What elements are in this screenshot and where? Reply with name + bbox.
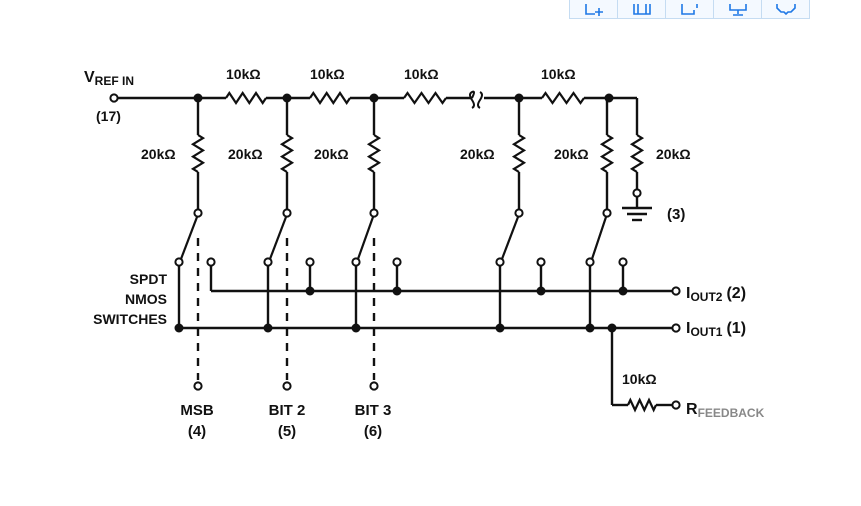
shunt-resistor-label-1: 20kΩ: [141, 146, 176, 162]
terminal-circle: [536, 257, 546, 267]
junction-dot: [305, 286, 315, 296]
series-resistor-label-1: 10kΩ: [226, 66, 261, 82]
series-resistor-4: [541, 91, 585, 105]
series-resistor-2: [309, 91, 351, 105]
shunt-resistor-label-6: 20kΩ: [656, 146, 691, 162]
speech-bubble-icon: [775, 4, 796, 16]
layout-button[interactable]: [618, 0, 666, 18]
terminal-circle: [671, 400, 681, 410]
terminal-circle: [263, 257, 273, 267]
switch-blade-5: [590, 216, 608, 260]
shunt-resistor-6: [629, 134, 645, 173]
junction-dot: [536, 286, 546, 296]
bit-3-pin: (6): [364, 423, 382, 440]
shunt-resistor-label-5: 20kΩ: [554, 146, 589, 162]
terminal-circle: [305, 257, 315, 267]
shunt-resistor-1: [190, 134, 206, 173]
external-window-icon: [680, 4, 698, 15]
terminal-circle: [193, 208, 203, 218]
monitor-icon: [728, 4, 747, 16]
series-resistor-label-3: 10kΩ: [404, 66, 439, 82]
terminal-circle: [282, 381, 292, 391]
bit-2-label: BIT 2: [269, 402, 306, 419]
bit-msb-label: MSB: [180, 402, 214, 419]
rfeedback-label: RFEEDBACK: [686, 401, 765, 420]
switch-blade-4: [500, 216, 520, 260]
shunt-resistor-5: [599, 134, 615, 173]
junction-dot: [585, 323, 595, 333]
shunt-resistor-label-4: 20kΩ: [460, 146, 495, 162]
junction-dot: [193, 93, 203, 103]
series-resistor-label-4: 10kΩ: [541, 66, 576, 82]
junction-dot: [369, 93, 379, 103]
terminal-circle: [514, 208, 524, 218]
terminal-circle: [282, 208, 292, 218]
junction-dot: [351, 323, 361, 333]
junction-dot: [263, 323, 273, 333]
panel-icon: [632, 4, 651, 15]
switch-blade-2: [268, 216, 288, 260]
ground-pin-label: (3): [667, 206, 685, 223]
junction-dot: [618, 286, 628, 296]
iout1-label: IOUT1(1): [686, 320, 746, 339]
switch-label-line-3: SWITCHES: [93, 311, 167, 327]
junction-dot: [604, 93, 614, 103]
add-to-collection-button[interactable]: [570, 0, 618, 18]
iout2-label: IOUT2(2): [686, 285, 746, 304]
switch-blade-1: [179, 216, 199, 260]
shunt-resistor-2: [279, 134, 295, 173]
terminal-circle: [618, 257, 628, 267]
switch-blade-3: [356, 216, 375, 260]
switch-label-line-1: SPDT: [130, 271, 168, 287]
terminal-circle: [351, 257, 361, 267]
add-frame-icon: [584, 4, 603, 16]
terminal-circle: [193, 381, 203, 391]
line-break-symbol: [477, 91, 483, 109]
terminal-circle: [206, 257, 216, 267]
terminal-circle: [369, 208, 379, 218]
shunt-resistor-4: [511, 134, 527, 173]
vref-label: VREF IN: [84, 69, 134, 88]
junction-dot: [607, 323, 617, 333]
junction-dot: [495, 323, 505, 333]
shunt-resistor-3: [366, 134, 382, 173]
series-resistor-1: [225, 91, 267, 105]
vref-pin-label: (17): [96, 108, 121, 124]
junction-dot: [392, 286, 402, 296]
junction-dot: [282, 93, 292, 103]
junction-dot: [514, 93, 524, 103]
shunt-resistor-label-2: 20kΩ: [228, 146, 263, 162]
terminal-circle: [632, 188, 642, 198]
bit-3-label: BIT 3: [355, 402, 392, 419]
terminal-circle: [671, 323, 681, 333]
terminal-circle: [585, 257, 595, 267]
bit-2-pin: (5): [278, 423, 296, 440]
switch-label-line-2: NMOS: [125, 291, 167, 307]
image-toolbar: [569, 0, 810, 19]
terminal-circle: [174, 257, 184, 267]
terminal-circle: [109, 93, 119, 103]
series-resistor-3: [403, 91, 447, 105]
comment-button[interactable]: [762, 0, 809, 18]
junction-dot: [174, 323, 184, 333]
circuit-components: [109, 90, 681, 413]
terminal-circle: [602, 208, 612, 218]
monitor-button[interactable]: [714, 0, 762, 18]
open-external-button[interactable]: [666, 0, 714, 18]
series-resistor-label-2: 10kΩ: [310, 66, 345, 82]
feedback-resistor: [627, 397, 657, 413]
shunt-resistor-label-3: 20kΩ: [314, 146, 349, 162]
terminal-circle: [369, 381, 379, 391]
terminal-circle: [671, 286, 681, 296]
feedback-resistor-label: 10kΩ: [622, 371, 657, 387]
bit-msb-pin: (4): [188, 423, 206, 440]
terminal-circle: [392, 257, 402, 267]
line-break-symbol: [469, 90, 475, 109]
terminal-circle: [495, 257, 505, 267]
